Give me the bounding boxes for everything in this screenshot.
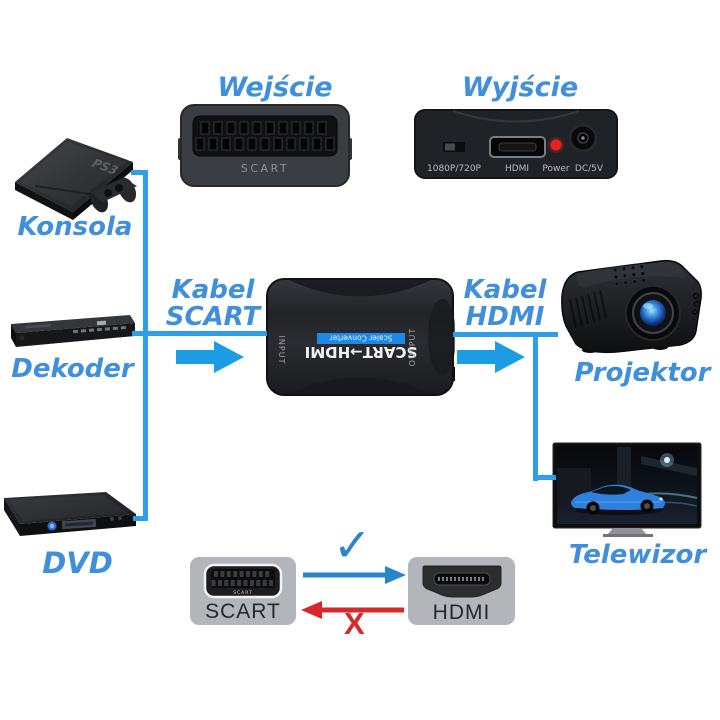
scart-to-hdmi-arrow-icon: [303, 566, 406, 584]
scart-pins: [195, 121, 335, 151]
decoder-image: [11, 315, 135, 347]
decoder-buttons: [72, 325, 126, 334]
console-label: Konsola: [17, 212, 133, 242]
scart-flow-arrow-icon: [176, 341, 244, 373]
output-cable-line: [453, 332, 558, 337]
projector-keypad: [612, 264, 646, 287]
sources-bracket-line: [143, 170, 148, 521]
converter-output-label: OUTPUT: [408, 328, 417, 367]
console-connector-line: [131, 170, 145, 175]
hdmi-comparison-label: HDMI: [432, 601, 491, 624]
tv-car: [571, 484, 665, 515]
scart-comparison-label: SCART: [205, 600, 281, 623]
scart-cable-line2: SCART: [165, 302, 261, 332]
ps3-controller: [89, 177, 137, 213]
scart-icon-mini-label: SCART: [233, 590, 253, 596]
hdmi-box-labels: 1080P/720P HDMI Power DC/5V: [427, 164, 604, 174]
scart-comparison-tile: SCART SCART: [190, 557, 296, 625]
tv-connector-line: [533, 475, 556, 480]
converter-blue-strip: [317, 333, 405, 344]
dvd-front-panel: [61, 518, 97, 530]
input-title: Wejście: [217, 72, 333, 103]
hdmi-flow-arrow-icon: [457, 341, 525, 373]
converter-subtitle: Scaler Converter: [329, 334, 393, 343]
projector-vents: [569, 289, 607, 329]
tv-stand: [607, 528, 647, 535]
dvd-connector-line: [133, 516, 145, 521]
power-led-label: Power: [542, 164, 570, 174]
converter-name: SCART→HDMI: [305, 343, 418, 361]
scart-plug-image: SCART: [178, 104, 352, 187]
mode-switch-label: 1080P/720P: [427, 164, 482, 174]
hdmi-cable-line2: HDMI: [465, 302, 545, 332]
scart-cable-label: Kabel SCART: [158, 277, 268, 331]
check-icon: ✓: [333, 518, 372, 572]
scart-cable-line1: Kabel: [171, 275, 255, 305]
output-title: Wyjście: [461, 72, 579, 103]
hdmi-cable-line1: Kabel: [463, 275, 547, 305]
ps3-console-image: PS3: [15, 138, 137, 220]
hdmi-cable-label: Kabel HDMI: [450, 277, 560, 331]
power-led: [550, 139, 562, 151]
decoder-label: Dekoder: [11, 354, 134, 384]
scart-hdmi-converter-image: Scaler Converter SCART→HDMI INPUT OUTPUT: [266, 278, 455, 396]
scart-connector-icon: SCART: [203, 563, 283, 599]
tv-label: Telewizor: [568, 540, 707, 570]
dvd-label: DVD: [42, 546, 113, 580]
converter-input-label: INPUT: [277, 336, 286, 365]
hdmi-port-label: HDMI: [505, 164, 529, 174]
projector-image: [561, 259, 702, 354]
hdmi-connector-icon: [422, 565, 501, 598]
hdmi-to-scart-arrow-icon: [301, 601, 404, 619]
dc-jack-label: DC/5V: [575, 164, 604, 174]
tv-bracket-line: [533, 332, 538, 481]
input-cable-line: [132, 331, 267, 336]
hdmi-comparison-tile: HDMI: [408, 557, 515, 625]
cross-icon: X: [344, 606, 365, 641]
dvd-player-image: [4, 492, 136, 536]
tv-image: [552, 442, 702, 537]
hdmi-output-box-image: 1080P/720P HDMI Power DC/5V: [414, 109, 618, 179]
scart-plug-label: SCART: [241, 162, 289, 175]
projector-label: Projektor: [574, 358, 711, 388]
